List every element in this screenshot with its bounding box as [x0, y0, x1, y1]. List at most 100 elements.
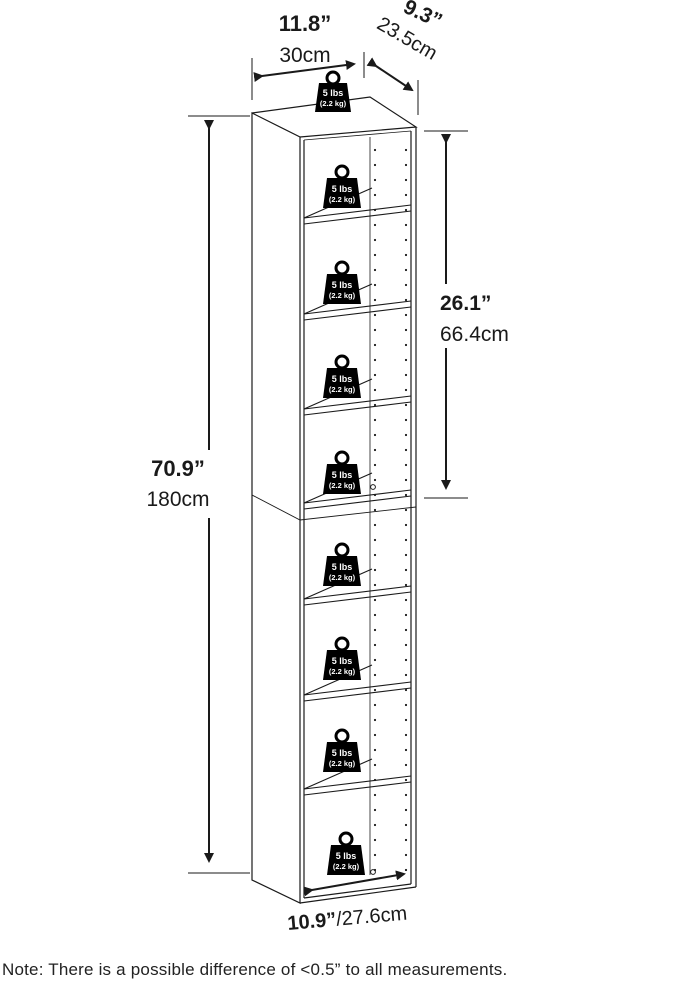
pin-hole [404, 388, 408, 392]
pin-hole [404, 403, 408, 407]
weight-lbs-label: 5 lbs [332, 562, 353, 572]
joint-line [251, 494, 417, 521]
pin-hole [373, 838, 377, 842]
pin-hole [404, 763, 408, 767]
width-arrow [253, 60, 356, 82]
pin-hole [404, 508, 408, 512]
weight-icon: 5 lbs(2.2 kg) [327, 831, 365, 875]
shelf-span-dimension: 26.1” 66.4cm [424, 130, 528, 499]
pin-hole [373, 403, 377, 407]
pin-hole [373, 853, 377, 857]
pin-hole [404, 193, 408, 197]
pin-hole [373, 703, 377, 707]
pin-hole [373, 808, 377, 812]
pin-hole [373, 748, 377, 752]
pin-hole [373, 463, 377, 467]
pin-hole [404, 343, 408, 347]
width-cm: 30cm [279, 44, 330, 67]
weight-kg-label: (2.2 kg) [329, 481, 356, 490]
pin-hole [404, 223, 408, 227]
pin-hole [373, 448, 377, 452]
pin-hole [373, 568, 377, 572]
pin-hole [404, 688, 408, 692]
top-weight-lbs: 5 lbs [323, 88, 344, 98]
pin-hole [373, 313, 377, 317]
weight-icon: 5 lbs(2.2 kg) [323, 542, 361, 586]
pin-hole [373, 328, 377, 332]
height-dimension: 70.9” 180cm [140, 115, 250, 874]
pin-hole [404, 208, 408, 212]
pin-hole [373, 298, 377, 302]
pin-hole [404, 178, 408, 182]
weight-kg-label: (2.2 kg) [329, 759, 356, 768]
pin-hole [404, 583, 408, 587]
pin-hole [373, 178, 377, 182]
pin-hole [373, 343, 377, 347]
pin-hole [373, 418, 377, 422]
pin-hole [404, 538, 408, 542]
pin-hole [404, 328, 408, 332]
pin-hole [373, 508, 377, 512]
pin-hole [404, 628, 408, 632]
pin-hole [373, 523, 377, 527]
inner-width-dimension: 10.9”/27.6cm [287, 870, 408, 935]
pin-hole [404, 553, 408, 557]
weight-lbs-label: 5 lbs [332, 374, 353, 384]
pin-hole [373, 733, 377, 737]
width-inch: 11.8” [279, 11, 332, 36]
weight-kg-label: (2.2 kg) [329, 195, 356, 204]
pin-hole [373, 613, 377, 617]
pin-hole [373, 763, 377, 767]
pin-hole [404, 733, 408, 737]
pin-hole [404, 658, 408, 662]
depth-arrow [366, 57, 414, 92]
weight-kg-label: (2.2 kg) [329, 291, 356, 300]
pin-hole [404, 253, 408, 257]
pin-hole [373, 373, 377, 377]
shelf-span-cm: 66.4cm [440, 323, 509, 346]
pin-hole [404, 148, 408, 152]
pin-hole [404, 268, 408, 272]
pin-hole [404, 463, 408, 467]
pin-hole [404, 643, 408, 647]
pin-hole [404, 868, 408, 872]
weight-icon: 5 lbs(2.2 kg) [323, 450, 361, 494]
weight-lbs-label: 5 lbs [336, 851, 357, 861]
pin-hole [373, 583, 377, 587]
pin-hole [404, 718, 408, 722]
pin-hole [373, 598, 377, 602]
pin-hole [373, 478, 377, 482]
pin-hole [404, 778, 408, 782]
pin-hole [404, 808, 408, 812]
top-weight-kg: (2.2 kg) [320, 99, 347, 108]
weight-icon: 5 lbs(2.2 kg) [323, 260, 361, 304]
pin-hole [373, 193, 377, 197]
pin-hole [404, 838, 408, 842]
pin-hole [373, 553, 377, 557]
pin-hole [373, 628, 377, 632]
pin-hole [373, 688, 377, 692]
pin-hole [404, 418, 408, 422]
pin-hole [373, 673, 377, 677]
pin-hole [373, 358, 377, 362]
pin-hole [404, 373, 408, 377]
pin-hole [404, 673, 408, 677]
pin-hole [404, 748, 408, 752]
pin-hole [373, 163, 377, 167]
pin-hole [373, 658, 377, 662]
cam-hole [370, 484, 376, 490]
pin-hole [373, 538, 377, 542]
weight-icon: 5 lbs(2.2 kg) [323, 164, 361, 208]
weight-lbs-label: 5 lbs [332, 184, 353, 194]
weight-kg-label: (2.2 kg) [329, 667, 356, 676]
height-cm: 180cm [146, 488, 209, 511]
pin-hole [373, 823, 377, 827]
weight-icon: 5 lbs(2.2 kg) [323, 728, 361, 772]
pin-hole [404, 793, 408, 797]
bookcase [251, 96, 418, 904]
pin-hole [373, 643, 377, 647]
pin-hole [404, 523, 408, 527]
pin-hole [373, 793, 377, 797]
pin-hole [404, 703, 408, 707]
